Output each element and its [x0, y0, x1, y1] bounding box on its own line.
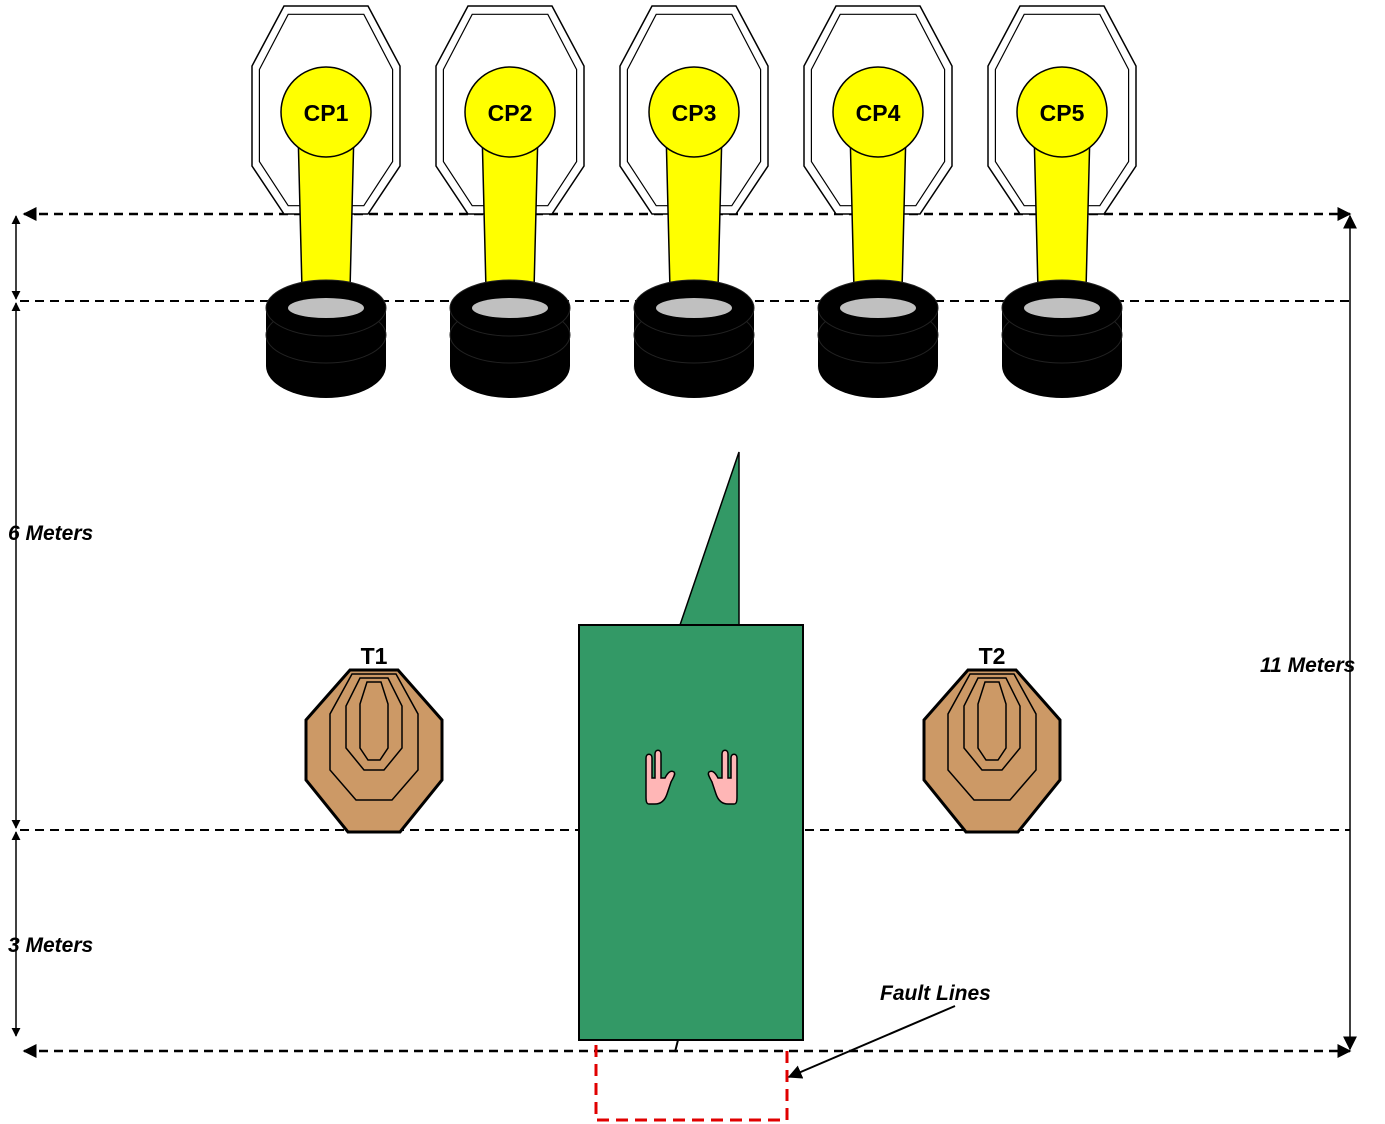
popper-1: CP1: [251, 5, 401, 291]
popper-neck: [299, 125, 353, 145]
barrier-wall: [578, 624, 804, 1041]
popper-group: CP1 CP2 CP3 CP4 CP5: [251, 5, 1137, 291]
tire-hole: [1024, 298, 1100, 318]
tire-stack-5: [1001, 279, 1123, 398]
tire-hole: [840, 298, 916, 318]
tire-hole: [472, 298, 548, 318]
popper-2: CP2: [435, 5, 585, 291]
popper-neck: [483, 125, 537, 145]
six-meters-label: 6 Meters: [8, 522, 93, 545]
target-a-zone: [977, 681, 1007, 761]
popper-octagon-inner: [626, 13, 762, 207]
paper-target-t1: T1: [304, 643, 444, 834]
popper-neck: [667, 125, 721, 145]
popper-octagon-inner: [810, 13, 946, 207]
popper-5: CP5: [987, 5, 1137, 291]
tire-hole: [288, 298, 364, 318]
tire-stack-3: [633, 279, 755, 398]
fault-lines-pointer-arrow: [787, 1005, 956, 1079]
popper-label: CP2: [488, 100, 533, 126]
left-hand-icon: [645, 749, 676, 805]
popper-label: CP1: [304, 100, 349, 126]
target-outline: [304, 668, 444, 834]
popper-neck: [1035, 125, 1089, 145]
fault-lines-label: Fault Lines: [880, 982, 991, 1005]
tire-group: [265, 279, 1123, 398]
target-b-zone: [963, 677, 1021, 771]
popper-neck: [851, 125, 905, 145]
barrier-spike-tail: [674, 1039, 679, 1053]
fault-line-box: [594, 1045, 789, 1122]
popper-3: CP3: [619, 5, 769, 291]
three-meters-label: 3 Meters: [8, 934, 93, 957]
target-group: T1 T2: [304, 643, 1062, 834]
tire-stack-1: [265, 279, 387, 398]
tire-stack-2: [449, 279, 571, 398]
barrier-spike: [678, 451, 740, 626]
target-c-zone: [329, 673, 419, 801]
popper-label: CP5: [1040, 100, 1085, 126]
target-outline: [922, 668, 1062, 834]
tire-stack-4: [817, 279, 939, 398]
target-c-zone: [947, 673, 1037, 801]
popper-label: CP3: [672, 100, 717, 126]
tire-hole: [656, 298, 732, 318]
popper-octagon-inner: [258, 13, 394, 207]
popper-octagon-inner: [442, 13, 578, 207]
target-label: T2: [979, 643, 1006, 669]
popper-octagon-inner: [994, 13, 1130, 207]
eleven-meters-label: 11 Meters: [1260, 654, 1355, 677]
popper-4: CP4: [803, 5, 953, 291]
target-a-zone: [359, 681, 389, 761]
popper-label: CP4: [856, 100, 901, 126]
right-hand-icon: [707, 749, 738, 805]
target-b-zone: [345, 677, 403, 771]
target-label: T1: [361, 643, 388, 669]
paper-target-t2: T2: [922, 643, 1062, 834]
